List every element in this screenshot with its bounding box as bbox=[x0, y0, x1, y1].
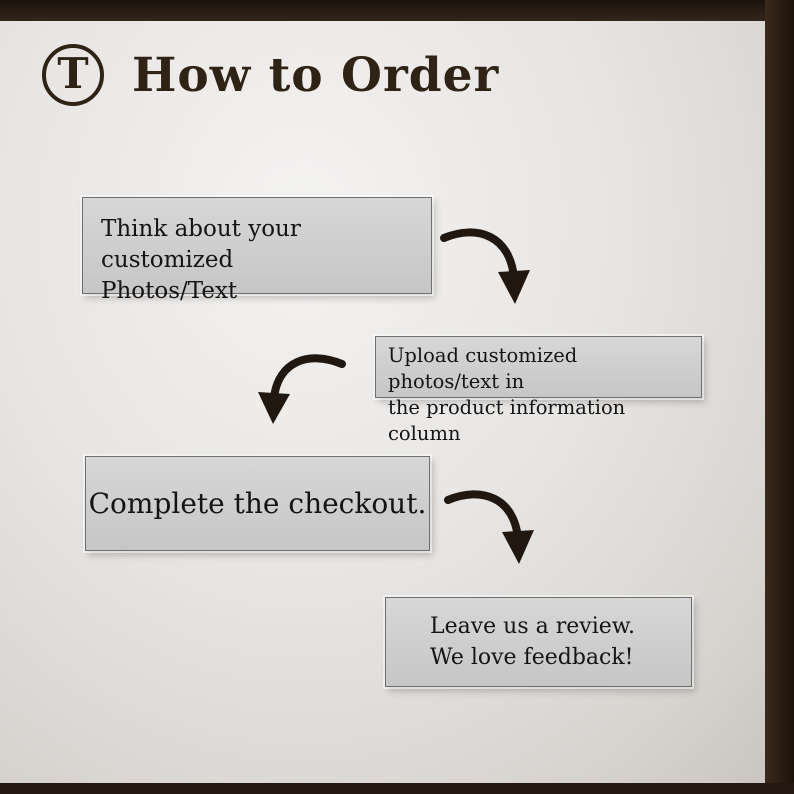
page-title: How to Order bbox=[132, 47, 500, 103]
step-1-line-2: Photos/Text bbox=[101, 278, 238, 304]
curved-arrow-down-right-icon bbox=[444, 490, 534, 564]
step-2-line-1: Upload customized photos/text in bbox=[388, 344, 578, 393]
frame-top-band bbox=[0, 0, 794, 21]
step-box-2: Upload customized photos/text in the pro… bbox=[375, 336, 702, 445]
step-box-1: Think about your customized Photos/Text bbox=[82, 197, 432, 304]
frame-right-band bbox=[765, 0, 794, 794]
step-4-line-2: We love feedback! bbox=[430, 645, 634, 670]
step-3-line-1: Complete the checkout. bbox=[88, 487, 427, 520]
step-2-line-2: the product information column bbox=[388, 396, 626, 445]
step-1-line-1: Think about your customized bbox=[101, 216, 301, 273]
curved-arrow-down-left-icon bbox=[258, 354, 346, 424]
header: T How to Order bbox=[42, 44, 499, 106]
step-box-3: Complete the checkout. bbox=[85, 456, 430, 551]
frame-bottom-band bbox=[0, 783, 794, 794]
step-box-4: Leave us a review. We love feedback! bbox=[385, 597, 692, 687]
curved-arrow-down-right-icon bbox=[440, 228, 530, 304]
logo-letter: T bbox=[57, 48, 89, 98]
logo-t-icon: T bbox=[42, 44, 104, 106]
step-4-line-1: Leave us a review. bbox=[430, 614, 635, 639]
